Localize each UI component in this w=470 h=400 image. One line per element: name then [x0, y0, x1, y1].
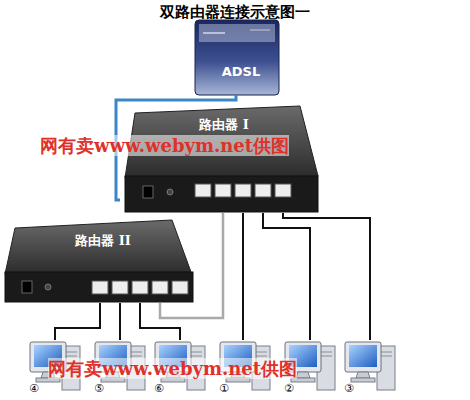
callout-number: ⑥ [154, 382, 214, 395]
diagram-title: 双路由器连接示意图一 [160, 3, 310, 21]
network-cable [160, 213, 223, 318]
watermark: 网有卖www.webym.net供图 [48, 358, 297, 379]
computers [30, 342, 395, 390]
modem-box: ADSL [195, 20, 287, 95]
router-box: 路由器 I [120, 105, 328, 213]
computer-box: ③ [343, 340, 404, 396]
callout-number: ④ [29, 382, 89, 395]
callout-number: ① [219, 382, 279, 395]
callout-number: ⑤ [94, 382, 154, 395]
network-cable [119, 303, 121, 340]
title-box: 双路由器连接示意图一 [0, 2, 470, 22]
watermark: 网有卖www.webym.net供图 [40, 135, 289, 156]
network-cable [283, 213, 370, 340]
device-name: 路由器 I [120, 116, 328, 134]
device-name: ADSL [195, 64, 287, 79]
watermark-box: 网有卖www.webym.net供图 [40, 134, 289, 158]
network-cable [263, 213, 310, 340]
device-name: 路由器 II [5, 232, 201, 250]
network-cable [140, 303, 180, 340]
watermark-box: 网有卖www.webym.net供图 [48, 357, 297, 381]
callout-number: ③ [344, 382, 404, 395]
network-cable [242, 213, 244, 340]
router-two [5, 220, 193, 302]
network-cable [55, 303, 100, 340]
router-box: 路由器 II [5, 215, 201, 303]
callout-number: ② [284, 382, 344, 395]
adsl-modem [195, 20, 279, 95]
